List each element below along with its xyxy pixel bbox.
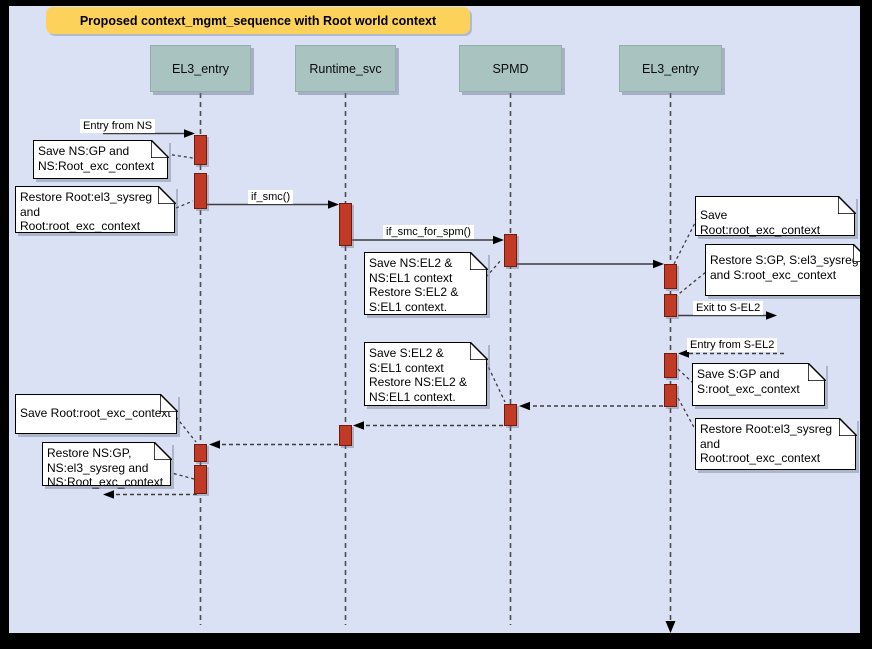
activation-bar-spmd-1 bbox=[504, 234, 517, 267]
note-text: Restore NS:GP, NS:el3_sysreg and NS:Root… bbox=[47, 446, 164, 489]
activation-bar-el3r-4 bbox=[664, 384, 677, 407]
actor-box-el3-entry-left: EL3_entry bbox=[150, 45, 251, 92]
return-el3r-to-spmd bbox=[519, 401, 663, 411]
note-save-ns-gp: Save NS:GP and NS:Root_exc_context bbox=[33, 139, 169, 179]
note-fold-icon bbox=[157, 185, 176, 204]
note-restore-root-el3-sysreg-2: Restore Root:el3_sysreg and Root:root_ex… bbox=[695, 417, 857, 470]
diagram-background bbox=[9, 6, 860, 633]
diagram-title: Proposed context_mgmt_sequence with Root… bbox=[46, 7, 470, 34]
return-runtime-to-el3l bbox=[209, 440, 338, 449]
activation-bar-el3r-2 bbox=[664, 294, 677, 317]
actor-box-spmd: SPMD bbox=[459, 45, 562, 92]
actor-label: EL3_entry bbox=[172, 61, 229, 76]
note-text: Restore Root:el3_sysreg and Root:root_ex… bbox=[20, 190, 153, 233]
note-restore-ns-gp: Restore NS:GP, NS:el3_sysreg and NS:Root… bbox=[42, 441, 172, 489]
activation-bar-runtime-1 bbox=[339, 203, 352, 246]
actor-label: Runtime_svc bbox=[309, 61, 382, 76]
actor-label: SPMD bbox=[492, 61, 529, 76]
note-fold-icon bbox=[837, 195, 856, 214]
activation-bar-el3r-1 bbox=[664, 264, 677, 289]
actor-box-runtime-svc: Runtime_svc bbox=[295, 45, 396, 92]
lifeline-end-arrow-icon bbox=[665, 621, 676, 633]
note-text: Restore Root:el3_sysreg and Root:root_ex… bbox=[700, 422, 833, 465]
activation-bar-el3r-3 bbox=[664, 353, 677, 378]
return-el3l-exit bbox=[103, 490, 197, 499]
note-text: Restore S:GP, S:el3_sysreg and S:root_ex… bbox=[710, 253, 859, 282]
message-label-entry-from-ns: Entry from NS bbox=[80, 119, 156, 133]
return-spmd-to-runtime bbox=[353, 421, 503, 430]
note-fold-icon bbox=[852, 243, 871, 262]
note-connectors bbox=[165, 153, 707, 480]
note-fold-icon bbox=[469, 341, 488, 360]
note-restore-s-gp: Restore S:GP, S:el3_sysreg and S:root_ex… bbox=[705, 243, 871, 296]
note-fold-icon bbox=[469, 251, 488, 270]
lifeline-el3-entry-right bbox=[665, 93, 676, 633]
note-save-s-el2: Save S:EL2 & S:EL1 context Restore NS:EL… bbox=[364, 341, 488, 406]
activation-bar-spmd-2 bbox=[504, 404, 517, 426]
message-spmd-to-el3 bbox=[517, 259, 664, 269]
message-label-entry-from-sel2: Entry from S-EL2 bbox=[687, 338, 778, 352]
note-save-ns-el2: Save NS:EL2 & NS:EL1 context Restore S:E… bbox=[364, 251, 488, 315]
message-label-if-smc-for-spm: if_smc_for_spm() bbox=[383, 225, 474, 239]
note-save-root-exc-right: Save Root:root_exc_context bbox=[695, 195, 856, 237]
message-if-smc bbox=[207, 200, 339, 209]
activation-bar-el3l-1 bbox=[194, 135, 207, 165]
note-restore-root-el3-sysreg-1: Restore Root:el3_sysreg and Root:root_ex… bbox=[15, 185, 176, 233]
actor-box-el3-entry-right: EL3_entry bbox=[619, 45, 722, 92]
note-fold-icon bbox=[150, 139, 169, 158]
message-exit-to-sel2 bbox=[678, 311, 777, 320]
message-entry-from-sel2 bbox=[678, 349, 784, 358]
note-text: Save NS:EL2 & NS:EL1 context Restore S:E… bbox=[369, 256, 459, 314]
message-label-if-smc: if_smc() bbox=[248, 190, 294, 204]
note-fold-icon bbox=[807, 362, 826, 381]
activation-bar-runtime-2 bbox=[339, 425, 352, 446]
note-text: Save NS:GP and NS:Root_exc_context bbox=[38, 144, 155, 173]
note-text: Save S:EL2 & S:EL1 context Restore NS:EL… bbox=[369, 346, 468, 404]
note-fold-icon bbox=[159, 393, 178, 412]
note-save-s-gp: Save S:GP and S:root_exc_context bbox=[692, 362, 826, 406]
note-save-root-exc-left: Save Root:root_exc_context bbox=[15, 393, 178, 434]
message-if-smc-for-spm bbox=[352, 235, 504, 245]
note-text: Save S:GP and S:root_exc_context bbox=[697, 367, 800, 396]
note-fold-icon bbox=[153, 441, 172, 460]
activation-bar-el3l-2 bbox=[194, 173, 207, 209]
actor-label: EL3_entry bbox=[642, 61, 699, 76]
activation-bar-el3l-3 bbox=[194, 444, 207, 462]
message-label-exit-to-sel2: Exit to S-EL2 bbox=[693, 301, 764, 315]
note-fold-icon bbox=[838, 417, 857, 436]
message-entry-from-ns bbox=[103, 129, 195, 138]
activation-bar-el3l-4 bbox=[194, 465, 207, 494]
note-text: Save Root:root_exc_context bbox=[20, 406, 171, 420]
note-text: Save Root:root_exc_context bbox=[700, 208, 821, 237]
